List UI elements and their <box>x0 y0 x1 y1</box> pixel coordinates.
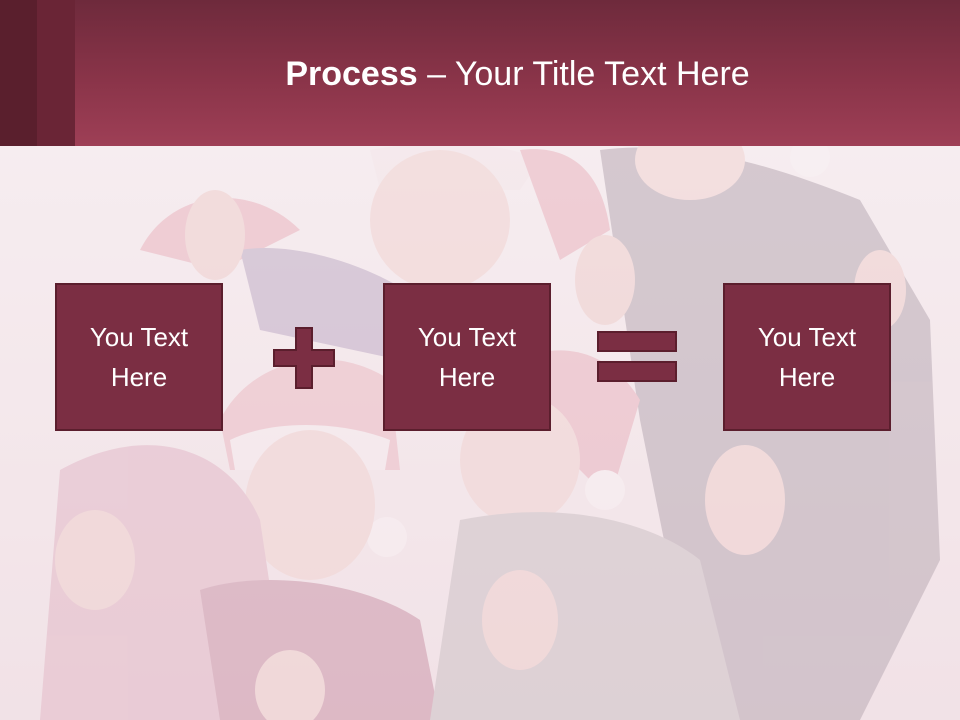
process-box-2[interactable]: You Text Here <box>383 283 551 431</box>
process-box-2-label: You Text Here <box>417 322 517 392</box>
process-box-1-label: You Text Here <box>89 322 189 392</box>
slide-header: Process – Your Title Text Here <box>0 0 960 146</box>
process-box-3-label: You Text Here <box>757 322 857 392</box>
header-accent-strip <box>0 0 37 146</box>
title-rest: – Your Title Text Here <box>417 55 750 93</box>
header-accent-strip <box>37 0 75 146</box>
process-box-1[interactable]: You Text Here <box>55 283 223 431</box>
plus-icon <box>273 327 335 389</box>
equals-icon <box>597 331 677 382</box>
slide-title: Process – Your Title Text Here <box>75 52 960 96</box>
title-bold: Process <box>285 55 418 93</box>
background-photo <box>0 146 960 720</box>
group-photo-illustration <box>0 146 960 720</box>
process-box-3[interactable]: You Text Here <box>723 283 891 431</box>
